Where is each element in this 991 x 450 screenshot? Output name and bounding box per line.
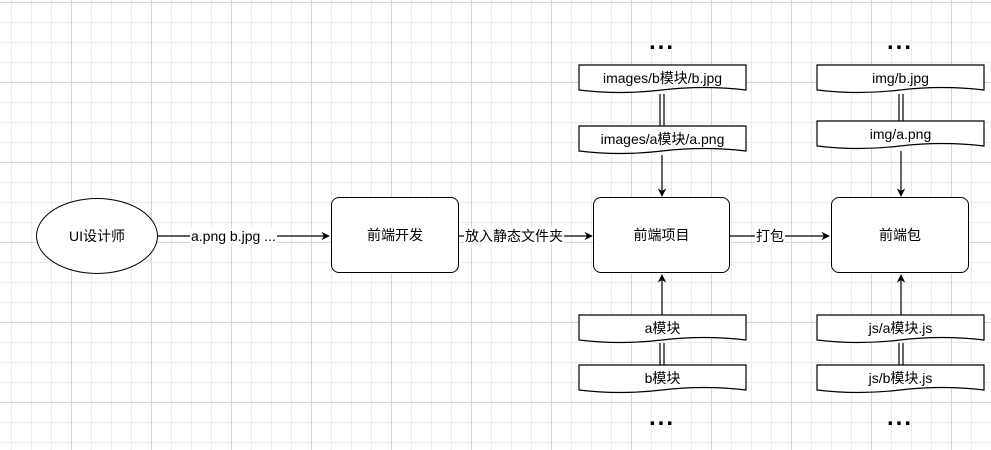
package-top-file-1-label: img/b.jpg [872, 70, 929, 86]
package-top-file-2[interactable]: img/a.png [816, 120, 985, 152]
node-frontend-package[interactable]: 前端包 [831, 197, 969, 273]
project-bottom-ellipsis: ... [649, 404, 676, 431]
project-top-file-1[interactable]: images/b模块/b.jpg [578, 64, 747, 96]
project-bottom-module-2-label: b模块 [644, 370, 681, 386]
package-top-ellipsis: ... [887, 28, 914, 55]
edge-label-files: a.png b.jpg ... [190, 228, 277, 244]
package-bottom-js-2[interactable]: js/b模块.js [816, 364, 985, 396]
project-top-file-2-label: images/a模块/a.png [600, 131, 725, 147]
project-bottom-module-2[interactable]: b模块 [578, 364, 747, 396]
node-ui-designer-label: UI设计师 [69, 228, 125, 244]
node-frontend-dev[interactable]: 前端开发 [331, 197, 459, 273]
node-frontend-package-label: 前端包 [879, 227, 921, 243]
package-top-file-2-label: img/a.png [869, 126, 932, 142]
package-bottom-js-2-label: js/b模块.js [868, 370, 933, 386]
project-bottom-module-1-label: a模块 [644, 320, 681, 336]
node-ui-designer[interactable]: UI设计师 [36, 198, 158, 274]
project-top-file-2[interactable]: images/a模块/a.png [578, 125, 747, 157]
project-bottom-module-1[interactable]: a模块 [578, 314, 747, 346]
edge-label-package: 打包 [755, 228, 785, 244]
edge-label-static-folder: 放入静态文件夹 [464, 228, 564, 244]
package-top-file-1[interactable]: img/b.jpg [816, 64, 985, 96]
node-frontend-project[interactable]: 前端项目 [593, 197, 730, 273]
project-top-file-1-label: images/b模块/b.jpg [602, 70, 723, 86]
project-top-ellipsis: ... [649, 28, 676, 55]
package-bottom-ellipsis: ... [887, 404, 914, 431]
node-frontend-project-label: 前端项目 [633, 227, 690, 243]
package-bottom-js-1[interactable]: js/a模块.js [816, 314, 985, 346]
package-bottom-js-1-label: js/a模块.js [868, 320, 933, 336]
node-frontend-dev-label: 前端开发 [367, 227, 423, 243]
